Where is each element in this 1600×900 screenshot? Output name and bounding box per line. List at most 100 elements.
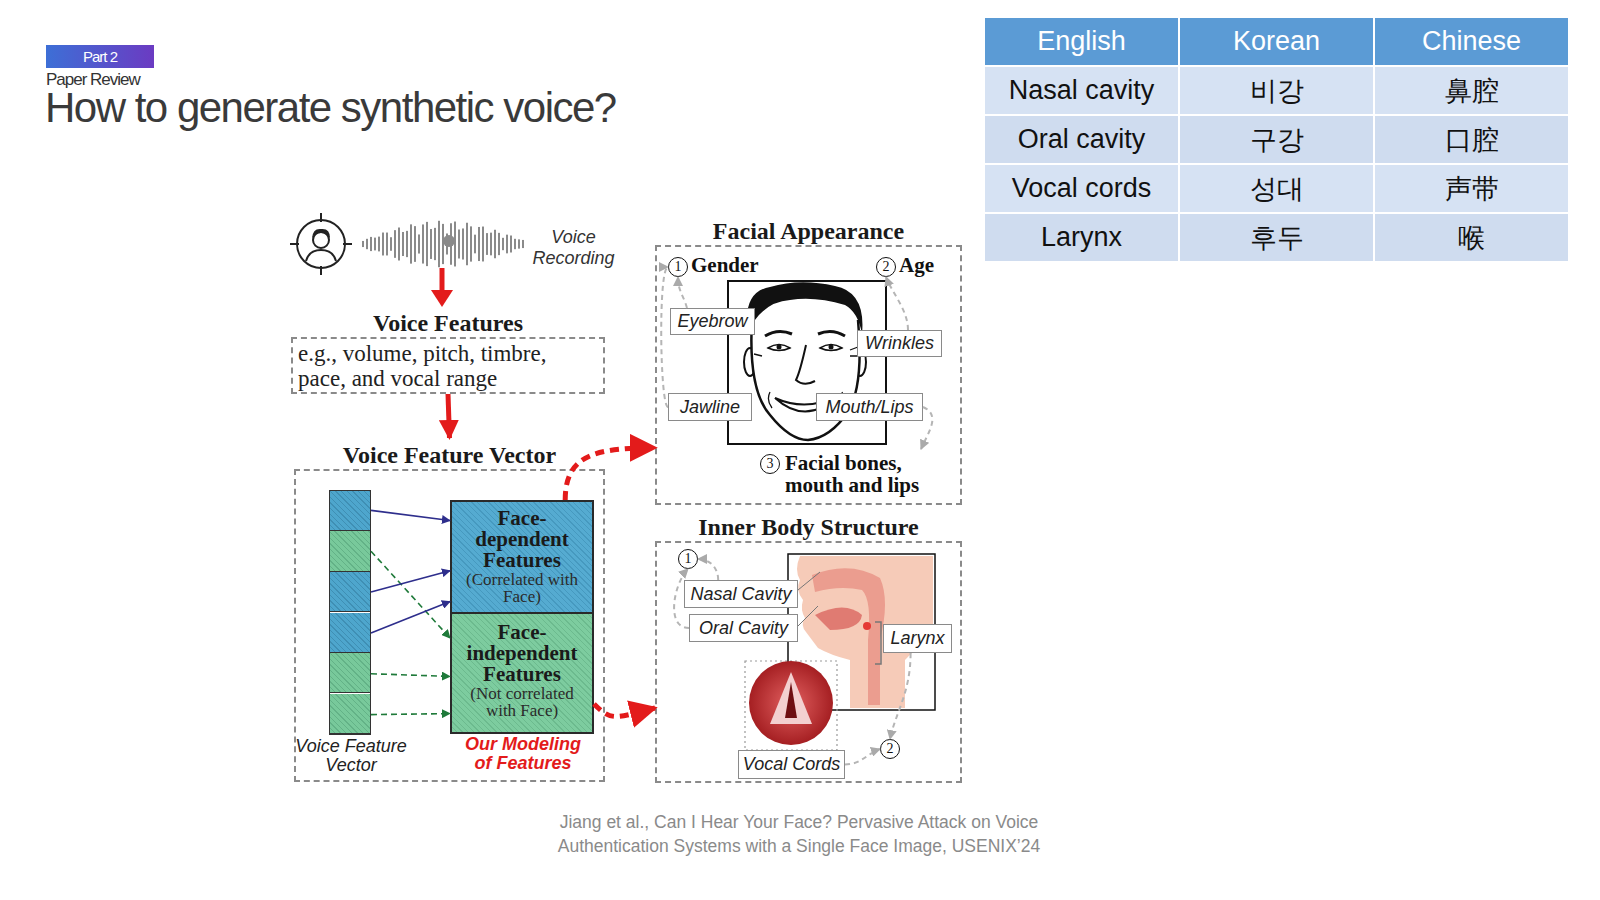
target-ring xyxy=(297,220,345,268)
table-cell: 声带 xyxy=(1375,165,1568,212)
face-brows xyxy=(765,331,845,336)
callout-digit: 3 xyxy=(767,457,774,471)
glossary-table: EnglishKoreanChineseNasal cavity비강鼻腔Oral… xyxy=(985,18,1570,263)
vector-cell xyxy=(330,491,370,531)
anatomy-box: Inner Body Structure1Nasal CavityOral Ca… xyxy=(655,541,962,783)
connector xyxy=(845,749,880,765)
wave-bar xyxy=(478,227,480,261)
table-cell: Larynx xyxy=(985,214,1178,261)
face-pupil xyxy=(777,345,782,350)
wave-bar xyxy=(494,230,496,258)
box-heading: Facial Appearance xyxy=(627,218,990,244)
connector xyxy=(371,713,450,716)
table-header-cell: Korean xyxy=(1180,18,1373,65)
section-badge: Part 2 xyxy=(46,45,154,68)
tongue xyxy=(815,608,862,631)
wave-bar xyxy=(510,236,512,253)
wave-bar xyxy=(442,224,444,264)
vector-cell xyxy=(330,613,370,653)
red-arrow-head xyxy=(431,290,453,307)
cell-text: Vocal cords xyxy=(1012,173,1152,204)
group-title: Face-independent Features xyxy=(455,622,589,685)
table-cell: 喉 xyxy=(1375,214,1568,261)
callout-number: 1Gender xyxy=(668,257,688,277)
table-cell: Oral cavity xyxy=(985,116,1178,163)
wave-bar xyxy=(498,233,500,255)
part-tag: Eyebrow xyxy=(670,308,755,335)
leader-line xyxy=(798,572,820,626)
part-name: Jawline xyxy=(680,397,740,418)
wave-bar xyxy=(362,241,364,247)
person-hair xyxy=(312,229,330,238)
wave-bar xyxy=(490,233,492,256)
wave-bar xyxy=(378,237,380,252)
wave-bar xyxy=(430,229,432,259)
wave-bar xyxy=(418,234,420,253)
cell-text: 구강 xyxy=(1250,122,1304,158)
wave-bar xyxy=(370,237,372,251)
vector-cell xyxy=(330,653,370,693)
target-ticks xyxy=(290,213,352,275)
red-arrow-shaft xyxy=(440,268,445,292)
wave-bar xyxy=(382,233,384,256)
connector xyxy=(678,277,687,308)
box-heading: Voice Features xyxy=(263,310,633,336)
callout-digit: 2 xyxy=(887,742,894,756)
wave-bar xyxy=(434,228,436,260)
wave-bar xyxy=(474,235,476,254)
cell-text: 口腔 xyxy=(1445,122,1499,158)
table-cell: 구강 xyxy=(1180,116,1373,163)
connector xyxy=(698,559,718,580)
part-tag: Nasal Cavity xyxy=(684,580,798,608)
appearance-box: Facial Appearance1Gender2AgeEyebrowWrink… xyxy=(655,245,962,505)
connector xyxy=(371,674,450,677)
wave-bar xyxy=(518,239,520,248)
part-tag: Oral Cavity xyxy=(689,614,798,642)
wave-bar xyxy=(506,235,508,254)
wave-bar xyxy=(406,231,408,257)
cell-text: Larynx xyxy=(1041,222,1122,253)
model-note: Our Modeling of Features xyxy=(457,735,589,773)
box-heading: Inner Body Structure xyxy=(627,514,990,540)
wave-bar xyxy=(402,232,404,256)
part-name: Nasal Cavity xyxy=(690,584,791,605)
face-outline xyxy=(751,320,859,440)
feature-group-box: Face-dependent Features(Correlated with … xyxy=(450,500,594,614)
cell-text: 喉 xyxy=(1458,220,1485,256)
part-tag: Larynx xyxy=(883,624,952,653)
part-tag: Vocal Cords xyxy=(738,750,845,779)
feature-box: Voice Featurese.g., volume, pitch, timbr… xyxy=(291,337,605,394)
slide-title: How to generate synthetic voice? xyxy=(45,84,616,132)
group-title: Face-dependent Features xyxy=(455,508,589,571)
table-cell: 鼻腔 xyxy=(1375,67,1568,114)
callout-digit: 1 xyxy=(685,552,692,566)
callout-number: 3Facial bones, mouth and lips xyxy=(760,454,780,474)
table-cell: 후두 xyxy=(1180,214,1373,261)
table-header-cell: English xyxy=(985,18,1178,65)
part-tag: Mouth/Lips xyxy=(816,393,923,421)
part-name: Eyebrow xyxy=(677,311,747,332)
part-name: Oral Cavity xyxy=(699,618,788,639)
cell-text: 비강 xyxy=(1250,73,1304,109)
callout-title: Age xyxy=(899,254,934,276)
badge-text: Part 2 xyxy=(83,48,117,65)
wave-bar xyxy=(394,230,396,258)
connector xyxy=(594,704,655,716)
vocal-folds xyxy=(770,672,812,724)
wave-bar xyxy=(426,222,428,266)
connector xyxy=(371,510,450,520)
wave-bar xyxy=(410,224,412,263)
table-cell: 성대 xyxy=(1180,165,1373,212)
cell-text: Oral cavity xyxy=(1018,124,1146,155)
person-shoulders xyxy=(306,250,336,261)
vocal-cords-image xyxy=(749,661,833,745)
connector xyxy=(661,267,668,407)
wave-bar xyxy=(398,227,400,260)
table-cell: 口腔 xyxy=(1375,116,1568,163)
connector xyxy=(371,601,450,632)
wave-bar xyxy=(366,239,368,249)
wave-playhead xyxy=(443,235,455,247)
wave-bar xyxy=(390,237,392,251)
box-heading: Voice Feature Vector xyxy=(266,442,633,468)
